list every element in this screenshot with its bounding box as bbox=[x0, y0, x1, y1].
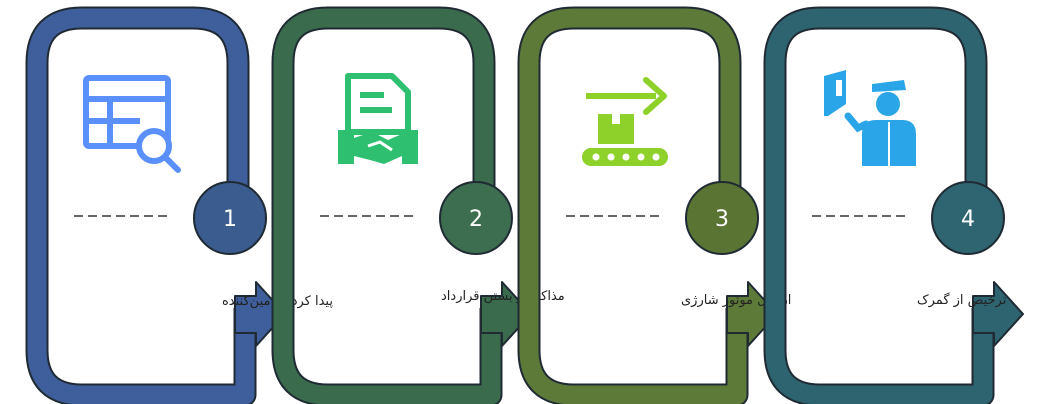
step-2-frame-fill bbox=[273, 8, 501, 404]
step-1-badge bbox=[193, 181, 267, 255]
step-4-badge bbox=[931, 181, 1005, 255]
step-2-arrow bbox=[480, 281, 532, 347]
customs-officer-icon bbox=[824, 70, 916, 166]
step-4-arrow bbox=[972, 281, 1024, 347]
step-3-badge bbox=[685, 181, 759, 255]
step-4-frame-fill bbox=[765, 8, 993, 404]
conveyor-shipping-icon bbox=[582, 77, 668, 166]
step-2-number: 2 bbox=[469, 207, 483, 232]
step-1-arrow bbox=[234, 281, 286, 347]
step-1: 1 پیدا کردن تامین‌کننده bbox=[25, 6, 333, 404]
step-1-number: 1 bbox=[223, 207, 237, 232]
step-2-label: مذاکره و بستن قرارداد bbox=[441, 289, 565, 304]
step-3: 3 ارسال موتور شارژی bbox=[517, 6, 791, 404]
step-4-number: 4 bbox=[961, 207, 975, 232]
step-1-frame-fill bbox=[27, 8, 255, 404]
step-4: 4 ترخیص از گمرک bbox=[763, 6, 1024, 404]
step-4-label: ترخیص از گمرک bbox=[917, 292, 1007, 308]
table-search-icon bbox=[83, 75, 181, 173]
step-2: 2 مذاکره و بستن قرارداد bbox=[271, 6, 565, 404]
contract-handshake-icon bbox=[338, 73, 418, 164]
step-3-arrow bbox=[726, 281, 778, 347]
step-2-badge bbox=[439, 181, 513, 255]
step-3-frame-fill bbox=[519, 8, 747, 404]
step-3-number: 3 bbox=[715, 207, 729, 232]
